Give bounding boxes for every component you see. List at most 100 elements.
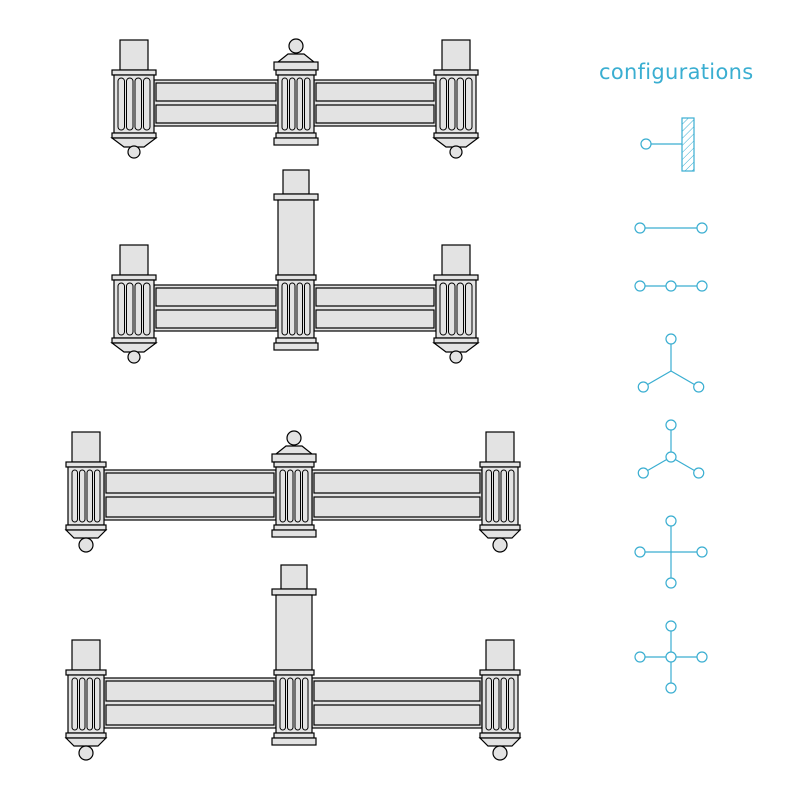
finial-collar bbox=[271, 453, 317, 463]
finial-cap bbox=[274, 445, 314, 455]
finial-ball bbox=[286, 430, 302, 446]
finial-ball bbox=[288, 38, 304, 54]
node-circle bbox=[693, 467, 705, 479]
arm-rails bbox=[103, 469, 483, 521]
flute bbox=[456, 77, 464, 131]
bell-foot bbox=[478, 529, 522, 539]
arm-upper-panel bbox=[105, 680, 275, 702]
tall-top-block bbox=[280, 564, 308, 590]
arm-upper-panel bbox=[313, 680, 481, 702]
flute bbox=[281, 77, 288, 131]
center-plinth bbox=[273, 137, 319, 146]
arm-lower-panel bbox=[313, 704, 481, 726]
bell-knob bbox=[78, 537, 94, 553]
config-three-way-center bbox=[637, 419, 705, 479]
tall-top-block bbox=[282, 169, 310, 195]
center-post bbox=[273, 38, 319, 146]
flute bbox=[456, 282, 464, 336]
post-capital bbox=[479, 461, 521, 468]
right-end-post bbox=[478, 431, 522, 553]
post-base bbox=[65, 732, 107, 739]
flute bbox=[294, 469, 301, 523]
bell-knob bbox=[492, 537, 508, 553]
arm-lower-panel bbox=[315, 104, 435, 124]
post-top-block bbox=[485, 431, 515, 463]
node-circle bbox=[665, 577, 677, 589]
center-plinth bbox=[273, 342, 319, 351]
node-circle bbox=[634, 280, 646, 292]
arm-lower-panel bbox=[315, 309, 435, 329]
center-post bbox=[271, 430, 317, 538]
node-circle bbox=[696, 280, 708, 292]
bell-foot bbox=[64, 737, 108, 747]
post-capital bbox=[433, 69, 479, 76]
finial-collar bbox=[273, 61, 319, 71]
flute bbox=[86, 469, 93, 523]
arm-lower-panel bbox=[155, 104, 277, 124]
arm-lower-panel bbox=[155, 309, 277, 329]
post-capital bbox=[65, 461, 107, 468]
config-linear-3 bbox=[634, 280, 708, 292]
post-base bbox=[111, 132, 157, 139]
arm-rails bbox=[103, 677, 483, 729]
flute bbox=[281, 282, 288, 336]
node-circle bbox=[696, 651, 708, 663]
config-three-way bbox=[637, 333, 705, 393]
arm-lower-panel bbox=[105, 496, 275, 518]
post-base bbox=[433, 132, 479, 139]
node-circle bbox=[665, 333, 677, 345]
flute bbox=[448, 282, 456, 336]
bell-knob bbox=[492, 745, 508, 761]
flute bbox=[126, 77, 134, 131]
arm-rails bbox=[153, 284, 437, 332]
right-end-post bbox=[432, 39, 480, 159]
flute bbox=[134, 282, 142, 336]
flute bbox=[439, 282, 447, 336]
post-base bbox=[275, 132, 317, 139]
post-top-block bbox=[119, 244, 149, 276]
config-wall-mount bbox=[640, 117, 695, 172]
flute bbox=[86, 677, 93, 731]
fixture-1 bbox=[110, 38, 480, 159]
post-top-block bbox=[485, 639, 515, 671]
post-capital bbox=[65, 669, 107, 676]
config-linear-2 bbox=[634, 222, 708, 234]
node-circle bbox=[665, 682, 677, 694]
post-top-block bbox=[119, 39, 149, 71]
node-circle bbox=[696, 546, 708, 558]
flute bbox=[508, 469, 515, 523]
flute bbox=[279, 677, 286, 731]
wall-plate bbox=[681, 117, 695, 172]
flute bbox=[117, 77, 125, 131]
node-circle bbox=[665, 280, 677, 292]
post-base bbox=[65, 524, 107, 531]
post-top-block bbox=[71, 639, 101, 671]
tapered-foot bbox=[432, 342, 480, 353]
fixture-2 bbox=[110, 169, 480, 364]
tall-column bbox=[277, 199, 315, 276]
flute bbox=[79, 677, 86, 731]
node-circle bbox=[634, 222, 646, 234]
flute bbox=[485, 469, 492, 523]
flute bbox=[279, 469, 286, 523]
post-capital bbox=[479, 669, 521, 676]
foot-knob bbox=[127, 350, 141, 364]
post-top-block bbox=[441, 39, 471, 71]
flute bbox=[71, 469, 78, 523]
node-circle bbox=[693, 381, 705, 393]
post-capital bbox=[273, 669, 315, 676]
center-post bbox=[271, 564, 317, 746]
arm-lower-panel bbox=[105, 704, 275, 726]
right-end-post bbox=[478, 639, 522, 761]
bell-foot bbox=[478, 737, 522, 747]
right-end-post bbox=[432, 244, 480, 364]
post-base bbox=[433, 337, 479, 344]
flute bbox=[287, 469, 294, 523]
post-base bbox=[273, 524, 315, 531]
flute bbox=[143, 282, 151, 336]
fixture-4 bbox=[64, 564, 522, 761]
post-capital bbox=[111, 274, 157, 281]
node-circle bbox=[665, 451, 677, 463]
